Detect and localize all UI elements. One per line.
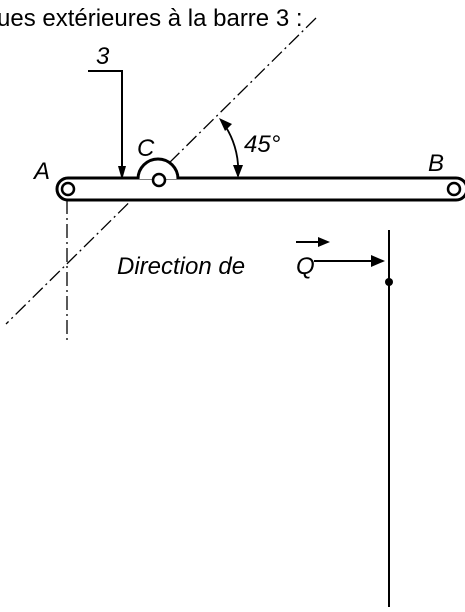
vector-q-label: Q (296, 253, 315, 280)
pin-c (151, 172, 167, 188)
part-leader-line (88, 70, 123, 174)
vector-q-overbar-arrowhead (318, 237, 330, 247)
point-b-label: B (428, 150, 444, 177)
hinge-c-lug (136, 157, 180, 180)
caption-text: ues extérieures à la barre 3 : (0, 5, 303, 32)
pin-b (446, 181, 462, 197)
part-leader-arrowhead (118, 166, 126, 180)
point-a-label: A (32, 158, 50, 185)
angle-label: 45° (244, 131, 281, 158)
direction-label: Direction de (117, 253, 245, 280)
angle-arrowhead-bottom (233, 165, 243, 178)
part-number-label: 3 (96, 43, 110, 70)
angle-arrowhead-top (219, 118, 232, 131)
direction-arrowhead (371, 255, 385, 267)
action-point-dot (385, 278, 393, 286)
bar-3 (55, 176, 465, 202)
point-c-label: C (137, 135, 155, 162)
pin-a (60, 181, 76, 197)
